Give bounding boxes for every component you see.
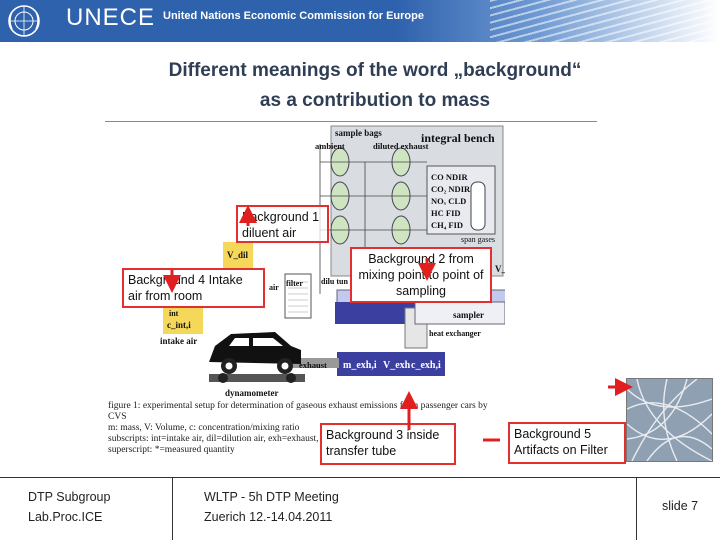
label-span-gases: span gases: [461, 235, 495, 244]
callout-background-5: Background 5 Artifacts on Filter: [508, 422, 626, 464]
label-sampler: sampler: [453, 310, 484, 320]
label-integral-bench: integral bench: [421, 131, 495, 145]
transfer-pipe: [335, 302, 427, 324]
footer-separator-2: [636, 477, 637, 540]
label-vcvs: V_CVS: [495, 264, 505, 274]
title-line-1: Different meanings of the word „backgrou…: [168, 60, 582, 81]
label-nox-cld: NOₓ CLD: [431, 196, 466, 206]
label-heat-exchanger: heat exchanger: [429, 329, 481, 338]
label-sample-bags: sample bags: [335, 128, 382, 138]
span-gas-bottle: [470, 181, 486, 231]
label-air: air: [269, 283, 279, 292]
label-int: int: [169, 309, 179, 318]
dynamometer-rollers: [209, 374, 305, 382]
label-cexh: c_exh,i: [411, 360, 441, 371]
label-vdil: V_dil: [227, 250, 249, 260]
title-divider: [105, 121, 597, 122]
header-stripes: [490, 0, 720, 42]
slide-title: Different meanings of the word „backgrou…: [90, 56, 660, 116]
callout-background-3: Background 3 inside transfer tube: [320, 423, 456, 465]
label-co-ndir: CO NDIR: [431, 172, 468, 182]
footer-lab-proc: Lab.Proc.ICE: [28, 510, 103, 524]
label-dynamometer: dynamometer: [225, 388, 279, 398]
intake-box: [163, 304, 203, 334]
footer-divider: [0, 477, 720, 478]
organization-name: United Nations Economic Commission for E…: [163, 10, 424, 22]
label-filter: filter: [286, 279, 303, 288]
un-emblem-icon: [8, 5, 40, 37]
label-hc-fid: HC FID: [431, 208, 461, 218]
label-cint: c_int,i: [167, 320, 191, 330]
figure-caption: figure 1: experimental setup for determi…: [108, 401, 508, 456]
label-co2-ndir: CO₂ NDIR: [431, 184, 471, 194]
footer-meeting: WLTP - 5h DTP Meeting: [204, 490, 339, 504]
footer-subgroup: DTP Subgroup: [28, 490, 111, 504]
title-line-2: as a contribution to mass: [259, 90, 491, 111]
caption-line-3: subscripts: int=intake air, dil=dilution…: [108, 434, 416, 444]
vdil-box: [223, 242, 253, 268]
label-intake-air: intake air: [160, 336, 197, 346]
label-ch4-fid: CH₄ FID: [431, 220, 463, 230]
caption-line-2: m: mass, V: Volume, c: concentration/mix…: [108, 423, 300, 433]
label-ambient: ambient: [315, 141, 345, 151]
label-vexh: V_exh: [383, 360, 411, 371]
slide-number: slide 7: [662, 499, 699, 513]
label-dilu-tun: dilu tun: [321, 277, 348, 286]
exhaust-analysis-bar: [337, 352, 445, 376]
label-diluted-exhaust: diluted exhaust: [373, 141, 429, 151]
caption-line-4: superscript: *=measured quantity: [108, 445, 235, 455]
filter-box: [284, 273, 312, 319]
header-bar: UNECE United Nations Economic Commission…: [0, 0, 720, 42]
footer-middle: WLTP - 5h DTP Meeting Zuerich 12.-14.04.…: [204, 487, 339, 527]
label-mexh: m_exh,i: [343, 360, 377, 371]
footer-date: Zuerich 12.-14.04.2011: [204, 510, 333, 524]
footer-left: DTP Subgroup Lab.Proc.ICE: [28, 487, 110, 527]
car-icon: [209, 332, 301, 374]
callout-background-1: Background 1 diluent air: [236, 205, 329, 243]
callout-background-2: Background 2 from mixing point to point …: [350, 247, 492, 303]
filter-photo: [626, 378, 713, 462]
footer-separator-1: [172, 477, 173, 540]
callout-background-4: Background 4 Intake air from room: [122, 268, 265, 308]
caption-line-1: figure 1: experimental setup for determi…: [108, 401, 488, 422]
label-exhaust: exhaust: [299, 360, 327, 370]
brand-name: UNECE: [66, 4, 156, 31]
